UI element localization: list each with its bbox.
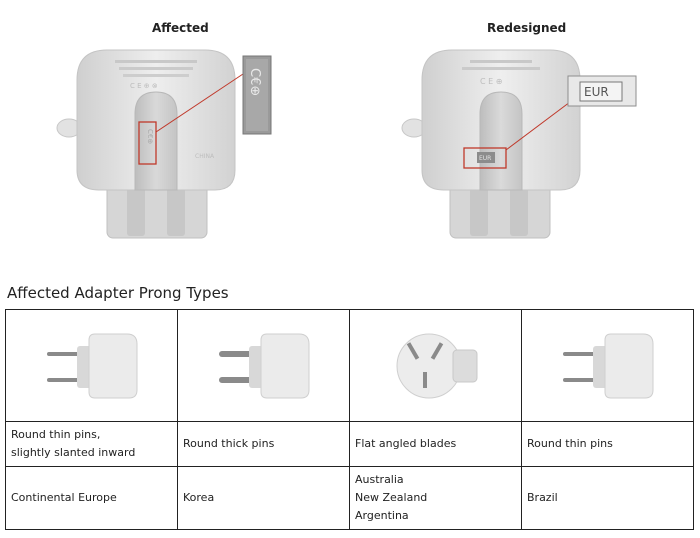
region-row: Continental Europe Korea Australia New Z… xyxy=(5,466,694,530)
redesigned-title: Redesigned xyxy=(487,21,567,35)
round-thick-plug-image xyxy=(218,333,309,398)
image-row xyxy=(5,309,694,422)
plug-image-cell xyxy=(521,309,694,422)
svg-text:C E ⊕: C E ⊕ xyxy=(480,77,502,86)
redesigned-adapter-image: C E ⊕ EUR EUR xyxy=(401,49,637,239)
pin-type-text: slightly slanted inward xyxy=(11,446,136,459)
pin-type-cell: Round thin pins, slightly slanted inward xyxy=(5,421,178,467)
pin-type-text: Round thick pins xyxy=(183,437,275,450)
section-heading: Affected Adapter Prong Types xyxy=(7,284,229,302)
affected-adapter-image: C E ⊕ ⊗ CHINA C€⊕ C€⊕ xyxy=(56,49,272,239)
plug-image-cell xyxy=(349,309,522,422)
region-cell: Continental Europe xyxy=(5,466,178,530)
prong-types-table: Round thin pins, slightly slanted inward… xyxy=(5,309,694,530)
eur-callout-text: EUR xyxy=(584,85,609,99)
pin-type-cell: Round thick pins xyxy=(177,421,350,467)
svg-text:C€⊕: C€⊕ xyxy=(247,68,262,96)
comparison-section: Affected Redesigned C E ⊕ ⊗ CHINA C€⊕ xyxy=(0,0,700,262)
pin-type-text: Round thin pins xyxy=(527,437,613,450)
region-text: Argentina xyxy=(355,509,409,522)
region-text: Continental Europe xyxy=(11,491,117,504)
plug-image-cell xyxy=(5,309,178,422)
pin-type-cell: Flat angled blades xyxy=(349,421,522,467)
region-text: New Zealand xyxy=(355,491,428,504)
region-text: Brazil xyxy=(527,491,558,504)
round-thin-plug-image xyxy=(562,333,653,398)
svg-text:CHINA: CHINA xyxy=(195,153,215,160)
svg-text:EUR: EUR xyxy=(479,155,491,162)
pin-type-text: Round thin pins, xyxy=(11,428,101,441)
pin-type-cell: Round thin pins xyxy=(521,421,694,467)
round-thin-slanted-plug-image xyxy=(46,333,137,398)
region-text: Australia xyxy=(355,473,404,486)
pin-type-text: Flat angled blades xyxy=(355,437,457,450)
svg-text:C E ⊕ ⊗: C E ⊕ ⊗ xyxy=(130,82,158,90)
region-cell: Brazil xyxy=(521,466,694,530)
region-cell: Australia New Zealand Argentina xyxy=(349,466,522,530)
region-text: Korea xyxy=(183,491,215,504)
pin-type-row: Round thin pins, slightly slanted inward… xyxy=(5,421,694,467)
region-cell: Korea xyxy=(177,466,350,530)
svg-text:C€⊕: C€⊕ xyxy=(146,129,154,144)
flat-angled-blades-plug-image xyxy=(396,333,477,398)
plug-image-cell xyxy=(177,309,350,422)
affected-title: Affected xyxy=(152,21,209,35)
